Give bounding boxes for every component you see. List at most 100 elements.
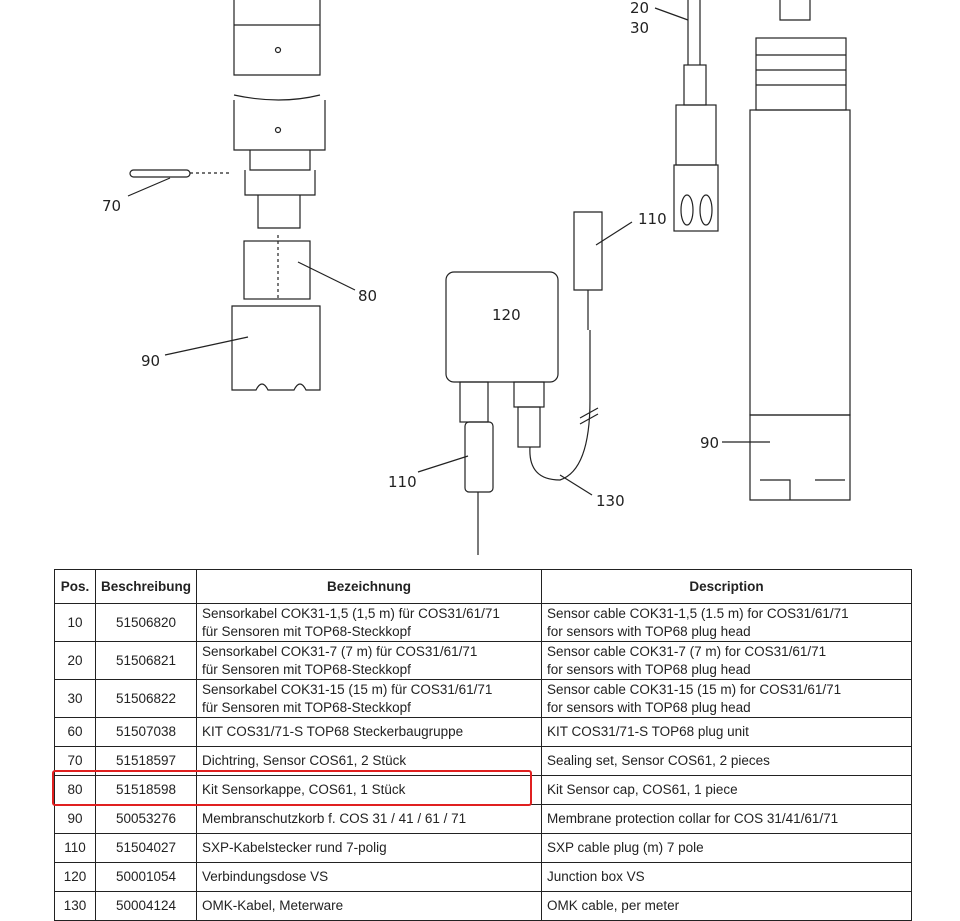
pos-cell-text: 110 xyxy=(64,840,86,855)
bezeichnung-cell: KIT COS31/71-S TOP68 Steckerbaugruppe xyxy=(196,717,543,747)
bezeichnung-cell-text: OMK-Kabel, Meterware xyxy=(202,898,344,913)
pos-cell-text: 30 xyxy=(67,690,83,706)
pos-cell-text: 10 xyxy=(67,614,83,630)
protection-collar-left xyxy=(231,305,321,391)
description-cell-text: Kit Sensor cap, COS61, 1 piece xyxy=(547,782,738,797)
bezeichnung-cell-text: Sensorkabel COK31-7 (7 m) für COS31/61/7… xyxy=(202,643,478,659)
description-cell-text: for sensors with TOP68 plug head xyxy=(547,699,751,715)
description-cell-text: KIT COS31/71-S TOP68 plug unit xyxy=(547,724,749,739)
bezeichnung-cell-text: Verbindungsdose VS xyxy=(202,869,329,884)
pos-cell: 20 xyxy=(54,641,96,680)
parts-table: Pos. Beschreibung Bezeichnung Descriptio… xyxy=(54,569,913,921)
sensor-cap xyxy=(243,235,311,300)
part-number-cell-text: 50053276 xyxy=(115,811,177,826)
header-beschreibung: Beschreibung xyxy=(94,569,198,604)
description-cell: Sensor cable COK31-1,5 (1.5 m) for COS31… xyxy=(541,603,913,642)
pos-cell-text: 20 xyxy=(67,652,83,668)
description-cell-text: Sensor cable COK31-1,5 (1.5 m) for COS31… xyxy=(547,605,849,621)
header-description: Description xyxy=(541,569,913,604)
bezeichnung-cell: Sensorkabel COK31-7 (7 m) für COS31/61/7… xyxy=(196,641,543,680)
part-number-cell-text: 51518597 xyxy=(115,753,177,768)
description-cell-text: Sealing set, Sensor COS61, 2 pieces xyxy=(547,753,770,768)
bezeichnung-cell: Sensorkabel COK31-1,5 (1,5 m) für COS31/… xyxy=(196,603,543,642)
part-number-cell: 51506821 xyxy=(94,641,198,680)
callout-20: 20 xyxy=(630,0,649,17)
description-cell: Sensor cable COK31-15 (15 m) for COS31/6… xyxy=(541,679,913,718)
bezeichnung-cell-text: Membranschutzkorb f. COS 31 / 41 / 61 / … xyxy=(202,811,467,826)
pos-cell-text: 70 xyxy=(67,753,83,768)
pos-cell-text: 120 xyxy=(63,869,87,884)
pos-cell: 60 xyxy=(54,717,96,747)
part-number-cell: 51506822 xyxy=(94,679,198,718)
table-row: 110 51504027 SXP-Kabelstecker rund 7-polig… xyxy=(54,833,913,863)
part-number-cell: 51518597 xyxy=(94,746,198,776)
description-cell-text: Sensor cable COK31-15 (15 m) for COS31/6… xyxy=(547,681,842,697)
bezeichnung-cell: Membranschutzkorb f. COS 31 / 41 / 61 / … xyxy=(196,804,543,834)
sensor-cable-plug xyxy=(673,0,719,232)
callout-110-right: 110 xyxy=(638,210,667,228)
description-cell: KIT COS31/71-S TOP68 plug unit xyxy=(541,717,913,747)
table-row: 20 51506821 Sensorkabel COK31-7 (7 m) für … xyxy=(54,641,913,680)
exploded-parts-drawing: 20 30 70 80 90 120 110 110 130 90 xyxy=(102,0,851,555)
pos-cell-text: 90 xyxy=(67,811,83,826)
description-cell: SXP cable plug (m) 7 pole xyxy=(541,833,913,863)
callout-90: 90 xyxy=(141,352,160,370)
callout-120: 120 xyxy=(492,306,521,324)
bezeichnung-cell-text: Dichtring, Sensor COS61, 2 Stück xyxy=(202,753,407,768)
pos-cell: 120 xyxy=(54,862,96,892)
part-number-cell: 51504027 xyxy=(94,833,198,863)
description-cell-text: Membrane protection collar for COS 31/41… xyxy=(547,811,839,826)
pos-cell: 10 xyxy=(54,603,96,642)
description-cell-text: SXP cable plug (m) 7 pole xyxy=(547,840,704,855)
pos-cell: 30 xyxy=(54,679,96,718)
table-row: 120 50001054 Verbindungsdose VS Junction bo… xyxy=(54,862,913,892)
description-cell: Sensor cable COK31-7 (7 m) for COS31/61/… xyxy=(541,641,913,680)
part-number-cell-text: 51506822 xyxy=(115,690,177,706)
bezeichnung-cell-text: KIT COS31/71-S TOP68 Steckerbaugruppe xyxy=(202,724,464,739)
bezeichnung-cell-text: Sensorkabel COK31-15 (15 m) für COS31/61… xyxy=(202,681,493,697)
bezeichnung-cell-text: für Sensoren mit TOP68-Steckkopf xyxy=(202,661,411,677)
part-number-cell-text: 51506820 xyxy=(115,614,177,630)
description-cell: Junction box VS xyxy=(541,862,913,892)
part-number-cell-text: 50001054 xyxy=(115,869,177,884)
bezeichnung-cell: Dichtring, Sensor COS61, 2 Stück xyxy=(196,746,543,776)
part-number-cell: 50004124 xyxy=(94,891,198,921)
part-number-cell-text: 51504027 xyxy=(115,840,177,855)
description-cell-text: OMK cable, per meter xyxy=(547,898,680,913)
pos-cell: 80 xyxy=(54,775,96,805)
description-cell: Sealing set, Sensor COS61, 2 pieces xyxy=(541,746,913,776)
pos-cell: 130 xyxy=(54,891,96,921)
bezeichnung-cell-text: Sensorkabel COK31-1,5 (1,5 m) für COS31/… xyxy=(202,605,500,621)
part-number-cell-text: 51506821 xyxy=(115,652,177,668)
table-row: 70 51518597 Dichtring, Sensor COS61, 2 Stü… xyxy=(54,746,913,776)
pos-cell: 90 xyxy=(54,804,96,834)
pos-cell: 110 xyxy=(54,833,96,863)
bezeichnung-cell-text: SXP-Kabelstecker rund 7-polig xyxy=(202,840,387,855)
bezeichnung-cell: Sensorkabel COK31-15 (15 m) für COS31/61… xyxy=(196,679,543,718)
bezeichnung-cell: Verbindungsdose VS xyxy=(196,862,543,892)
callout-80: 80 xyxy=(358,287,377,305)
callout-90-right: 90 xyxy=(700,434,719,452)
table-row: 90 50053276 Membranschutzkorb f. COS 31 / … xyxy=(54,804,913,834)
bezeichnung-cell-text: Kit Sensorkappe, COS61, 1 Stück xyxy=(202,782,406,797)
description-cell-text: for sensors with TOP68 plug head xyxy=(547,661,751,677)
part-number-cell: 50053276 xyxy=(94,804,198,834)
callout-110-left: 110 xyxy=(388,473,417,491)
pos-cell-text: 80 xyxy=(67,782,83,797)
bezeichnung-cell: SXP-Kabelstecker rund 7-polig xyxy=(196,833,543,863)
sealing-ring xyxy=(129,169,230,178)
header-bezeichnung: Bezeichnung xyxy=(196,569,543,604)
bezeichnung-cell-text: für Sensoren mit TOP68-Steckkopf xyxy=(202,623,411,639)
bezeichnung-cell-text: für Sensoren mit TOP68-Steckkopf xyxy=(202,699,411,715)
callout-70: 70 xyxy=(102,197,121,215)
part-number-cell-text: 50004124 xyxy=(115,898,177,913)
part-number-cell-text: 51518598 xyxy=(115,782,177,797)
part-number-cell: 51506820 xyxy=(94,603,198,642)
part-number-cell: 50001054 xyxy=(94,862,198,892)
bezeichnung-cell: Kit Sensorkappe, COS61, 1 Stück xyxy=(196,775,543,805)
pos-cell: 70 xyxy=(54,746,96,776)
callout-30: 30 xyxy=(630,19,649,37)
description-cell: Kit Sensor cap, COS61, 1 piece xyxy=(541,775,913,805)
table-header-row: Pos. Beschreibung Bezeichnung Descriptio… xyxy=(54,569,913,604)
